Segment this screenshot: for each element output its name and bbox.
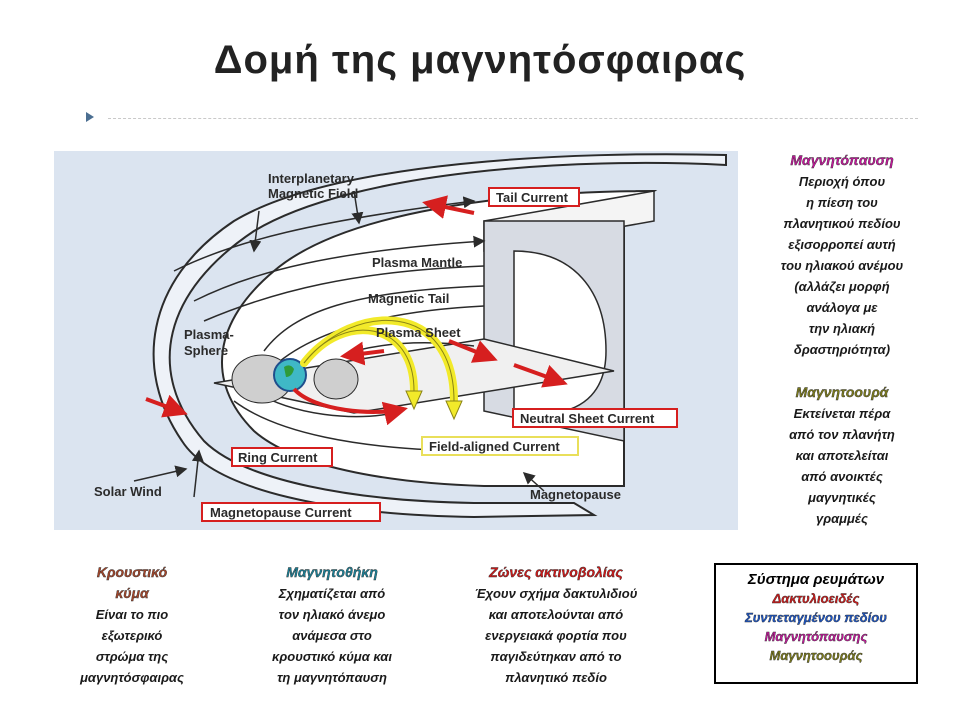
radiation-belts-note-line: και αποτελούνται από: [488, 607, 624, 622]
bullet-icon: [86, 112, 94, 122]
bow-shock-note-heading-2: κύμα: [115, 585, 149, 601]
magnetotail-note-line: από ανοικτές: [801, 469, 883, 484]
magnetosheath-note-line: τον ηλιακό άνεμο: [278, 607, 386, 622]
current-systems-box: Σύστημα ρευμάτων Δακτυλιοειδές Συνπεταγμ…: [714, 563, 918, 684]
magnetopause-note-line: (αλλάζει μορφή: [794, 279, 890, 294]
current-system-magnetopause: Μαγνητόπαυσης: [764, 629, 868, 644]
radiation-belts-note-heading: Ζώνες ακτινοβολίας: [489, 564, 623, 580]
magnetotail-note-heading: Μαγνητοουρά: [795, 384, 889, 400]
radiation-belts-note: Ζώνες ακτινοβολίας Έχουν σχήμα δακτυλιδι…: [436, 562, 676, 688]
magnetotail-note-line: από τον πλανήτη: [789, 427, 895, 442]
magnetosphere-illustration: Interplanetary Magnetic Field Tail Curre…: [94, 153, 727, 522]
plasmasphere-label-1: Plasma-: [184, 327, 234, 342]
magnetopause-note-line: ανάλογα με: [806, 300, 878, 315]
magnetopause-note-line: η πίεση του: [806, 195, 878, 210]
imf-label-1: Interplanetary: [268, 171, 355, 186]
current-system-field-aligned: Συνπεταγμένου πεδίου: [745, 610, 887, 625]
plasmasphere-label-2: Sphere: [184, 343, 228, 358]
magnetopause-label: Magnetopause: [530, 487, 621, 502]
magnetosheath-note-line: κρουστικό κύμα και: [272, 649, 392, 664]
title-divider: [108, 118, 918, 119]
magnetopause-note-line: του ηλιακού ανέμου: [780, 258, 904, 273]
radiation-belts-note-line: πλανητικό πεδίο: [505, 670, 607, 685]
neutral-sheet-current-label: Neutral Sheet Current: [520, 411, 655, 426]
magnetosphere-diagram: Interplanetary Magnetic Field Tail Curre…: [54, 151, 738, 530]
magnetopause-note-line: εξισορροπεί αυτή: [788, 237, 896, 252]
bow-shock-note-line: Είναι το πιο: [95, 607, 169, 622]
magnetosheath-note-heading: Μαγνητοθήκη: [286, 564, 378, 580]
magnetotail-note-line: γραμμές: [816, 511, 868, 526]
magnetotail-note-line: Εκτείνεται πέρα: [793, 406, 891, 421]
plasma-sheet-label: Plasma Sheet: [376, 325, 461, 340]
ring-current-label: Ring Current: [238, 450, 318, 465]
magnetotail-note: Μαγνητοουρά Εκτείνεται πέρα από τον πλαν…: [742, 382, 942, 529]
bow-shock-note-line: εξωτερικό: [101, 628, 163, 643]
current-system-ring: Δακτυλιοειδές: [772, 591, 860, 606]
current-system-magnetotail: Μαγνητοουράς: [769, 648, 863, 663]
magnetic-tail-label: Magnetic Tail: [368, 291, 449, 306]
plasma-mantle-label: Plasma Mantle: [372, 255, 462, 270]
bow-shock-outline: [152, 153, 727, 519]
solar-wind-label: Solar Wind: [94, 484, 162, 499]
field-aligned-current-label: Field-aligned Current: [429, 439, 560, 454]
magnetopause-note-line: Περιοχή όπου: [798, 174, 886, 189]
magnetosheath-note-line: τη μαγνητόπαυση: [277, 670, 387, 685]
current-systems-heading: Σύστημα ρευμάτων: [747, 571, 885, 588]
magnetotail-note-line: μαγνητικές: [808, 490, 876, 505]
magnetopause-note-heading: Μαγνητόπαυση: [790, 152, 894, 168]
bow-shock-note-heading-1: Κρουστικό: [96, 564, 168, 580]
magnetosheath-note-line: Σχηματίζεται από: [278, 586, 386, 601]
bow-shock-note-line: στρώμα της: [95, 649, 169, 664]
slide-title: Δομή της μαγνητόσφαιρας: [213, 38, 747, 82]
radiation-belts-note-line: ενεργειακά φορτία που: [485, 628, 627, 643]
magnetosheath-note: Μαγνητοθήκη Σχηματίζεται από τον ηλιακό …: [236, 562, 428, 688]
magnetopause-note-line: πλανητικού πεδίου: [783, 216, 901, 231]
magnetotail-note-line: και αποτελείται: [795, 448, 889, 463]
tail-current-label: Tail Current: [496, 190, 569, 205]
radiation-belts-note-line: παγιδεύτηκαν από το: [490, 649, 622, 664]
magnetopause-current-label: Magnetopause Current: [210, 505, 352, 520]
magnetopause-note-line: δραστηριότητα): [793, 342, 891, 357]
radiation-belts-note-line: Έχουν σχήμα δακτυλιδιού: [474, 586, 638, 601]
bow-shock-note: Κρουστικό κύμα Είναι το πιο εξωτερικό στ…: [52, 562, 212, 688]
magnetopause-note: Μαγνητόπαυση Περιοχή όπου η πίεση του πλ…: [742, 150, 942, 360]
magnetosheath-note-line: ανάμεσα στο: [292, 628, 372, 643]
bow-shock-note-line: μαγνητόσφαιρας: [80, 670, 184, 685]
magnetopause-note-line: την ηλιακή: [808, 321, 876, 336]
imf-label-2: Magnetic Field: [268, 186, 358, 201]
